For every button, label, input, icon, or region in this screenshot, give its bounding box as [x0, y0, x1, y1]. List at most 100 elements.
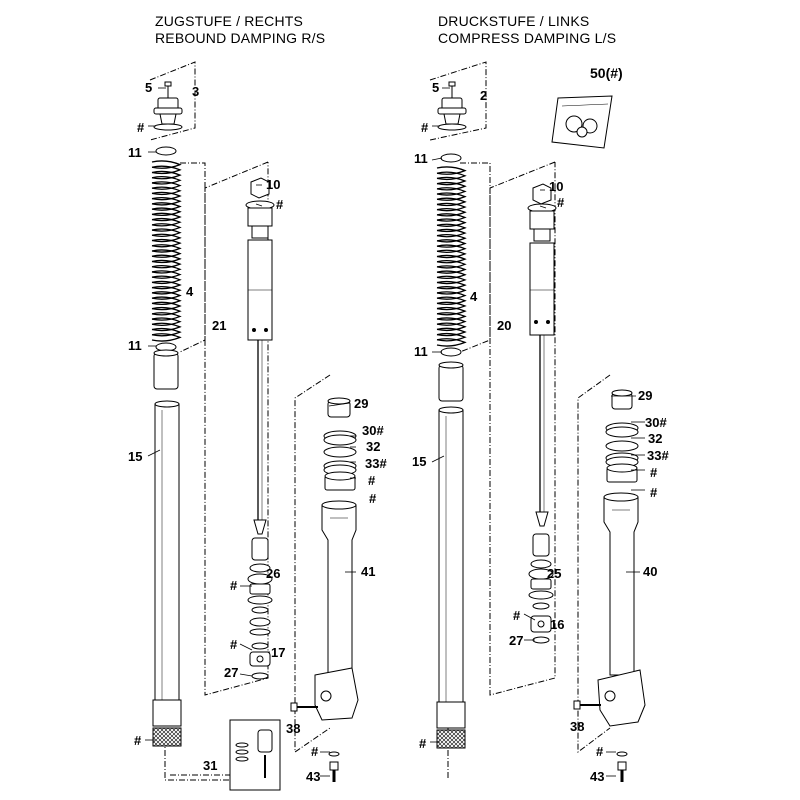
spring-coil	[151, 176, 182, 185]
spring-coil	[151, 265, 182, 274]
callout-L38: 38	[286, 721, 300, 736]
spring-coil	[436, 270, 467, 280]
spring-coil	[436, 181, 467, 191]
callout-R16: 16	[550, 617, 564, 632]
spring-coil	[436, 291, 467, 300]
spring-coil	[436, 187, 467, 196]
callout-L27: 27	[224, 665, 238, 680]
callout-L43: 43	[306, 769, 320, 784]
seal-kit-bag-50	[551, 95, 613, 149]
axle-clamp-bolt-38	[290, 702, 318, 712]
spring-coil	[436, 296, 467, 306]
callout-R-hash-25: #	[513, 608, 521, 623]
callout-L41: 41	[361, 564, 375, 579]
spring-coil	[436, 275, 467, 285]
callout-R-hash-43: #	[596, 744, 604, 759]
foot-valve-16	[530, 615, 552, 644]
callout-L-hash-43: #	[311, 744, 319, 759]
spring-coil	[436, 166, 467, 175]
spring-coil	[151, 202, 182, 211]
spring-coil	[436, 233, 467, 243]
callout-L-hash-17: #	[230, 637, 238, 652]
spring-coil	[151, 244, 182, 253]
spring-coil	[436, 197, 467, 207]
callout-L21: 21	[212, 318, 226, 333]
spring-coil	[151, 233, 182, 243]
callout-labels: 5 3 # 11 10 # 4 21 11 15 29 30# 32 33# #…	[128, 65, 669, 784]
spring-coil	[436, 171, 467, 181]
callout-R-hash-10: #	[557, 195, 565, 210]
bracket-20	[489, 161, 556, 696]
spring-coil	[151, 322, 182, 332]
spring-coil	[436, 312, 467, 321]
callout-L-hash-10: #	[276, 197, 284, 212]
callout-L26: 26	[266, 566, 280, 581]
spring-coil	[151, 301, 182, 311]
callout-L-hash-33b: #	[369, 491, 377, 506]
callout-L-hash-bottom: #	[134, 733, 142, 748]
spring-coil	[151, 212, 182, 222]
callout-R43: 43	[590, 769, 604, 784]
spring-coil	[151, 191, 182, 201]
spring-coil	[151, 291, 182, 300]
callout-L-hash-26: #	[230, 578, 238, 593]
callout-R11-bottom: 11	[414, 344, 428, 359]
seal-kit-29-33-r	[605, 389, 639, 483]
callout-L30: 30#	[362, 423, 384, 438]
spring-coil	[436, 202, 467, 212]
spring-coil	[436, 322, 467, 332]
spring-coil	[436, 207, 467, 217]
spring-coil	[436, 327, 467, 337]
spring-coil	[436, 265, 467, 274]
bracket-21	[204, 161, 269, 696]
spring-coil	[151, 280, 182, 290]
callout-R27: 27	[509, 633, 523, 648]
bracket-40	[577, 374, 611, 753]
callout-L4: 4	[186, 284, 194, 299]
spring-coil	[151, 181, 182, 190]
spring-coil	[436, 338, 467, 347]
spring-coil	[151, 170, 182, 180]
spring-coil	[151, 160, 182, 169]
spring-coil	[151, 270, 182, 279]
spring-coil	[436, 239, 467, 248]
fork-cap-2	[437, 81, 467, 131]
callout-R-hash-33: #	[650, 465, 658, 480]
spring-coil	[436, 223, 467, 233]
callout-R33: 33#	[647, 448, 669, 463]
callout-L15: 15	[128, 449, 142, 464]
spring-coil	[151, 238, 182, 248]
callout-R40: 40	[643, 564, 657, 579]
bracket-2	[429, 61, 487, 141]
washer-11-top	[155, 146, 177, 156]
callout-L-hash-cap: #	[137, 120, 145, 135]
header-rebound: ZUGSTUFE / RECHTS REBOUND DAMPING R/S	[155, 13, 325, 47]
header-compression-line2: COMPRESS DAMPING L/S	[438, 30, 617, 46]
spring-coil	[436, 301, 467, 311]
callout-R32: 32	[648, 431, 662, 446]
callout-R10: 10	[549, 179, 563, 194]
compression-fork	[429, 61, 646, 782]
callout-R4: 4	[470, 289, 478, 304]
spring-coil	[436, 218, 467, 227]
header-compression-line1: DRUCKSTUFE / LINKS	[438, 13, 590, 29]
callout-L11-bottom: 11	[128, 338, 142, 353]
spring-coil	[151, 275, 182, 285]
spring-coil	[151, 207, 182, 217]
fork-spring-4	[151, 160, 182, 342]
bracket-3	[149, 61, 196, 141]
callout-R20: 20	[497, 318, 511, 333]
inner-tube-15	[152, 400, 182, 747]
damper-cartridge-21	[245, 177, 275, 535]
callout-L10: 10	[266, 177, 280, 192]
rebound-fork	[149, 61, 359, 791]
washer-11-bottom-r	[440, 347, 462, 357]
valve-stack-26	[247, 537, 273, 636]
callout-L29: 29	[354, 396, 368, 411]
header-rebound-line2: REBOUND DAMPING R/S	[155, 30, 326, 46]
callout-L3: 3	[192, 84, 199, 99]
spacer-tube	[153, 349, 179, 390]
spring-coil	[151, 327, 182, 337]
callout-L32: 32	[366, 439, 380, 454]
spring-coil	[436, 306, 467, 316]
